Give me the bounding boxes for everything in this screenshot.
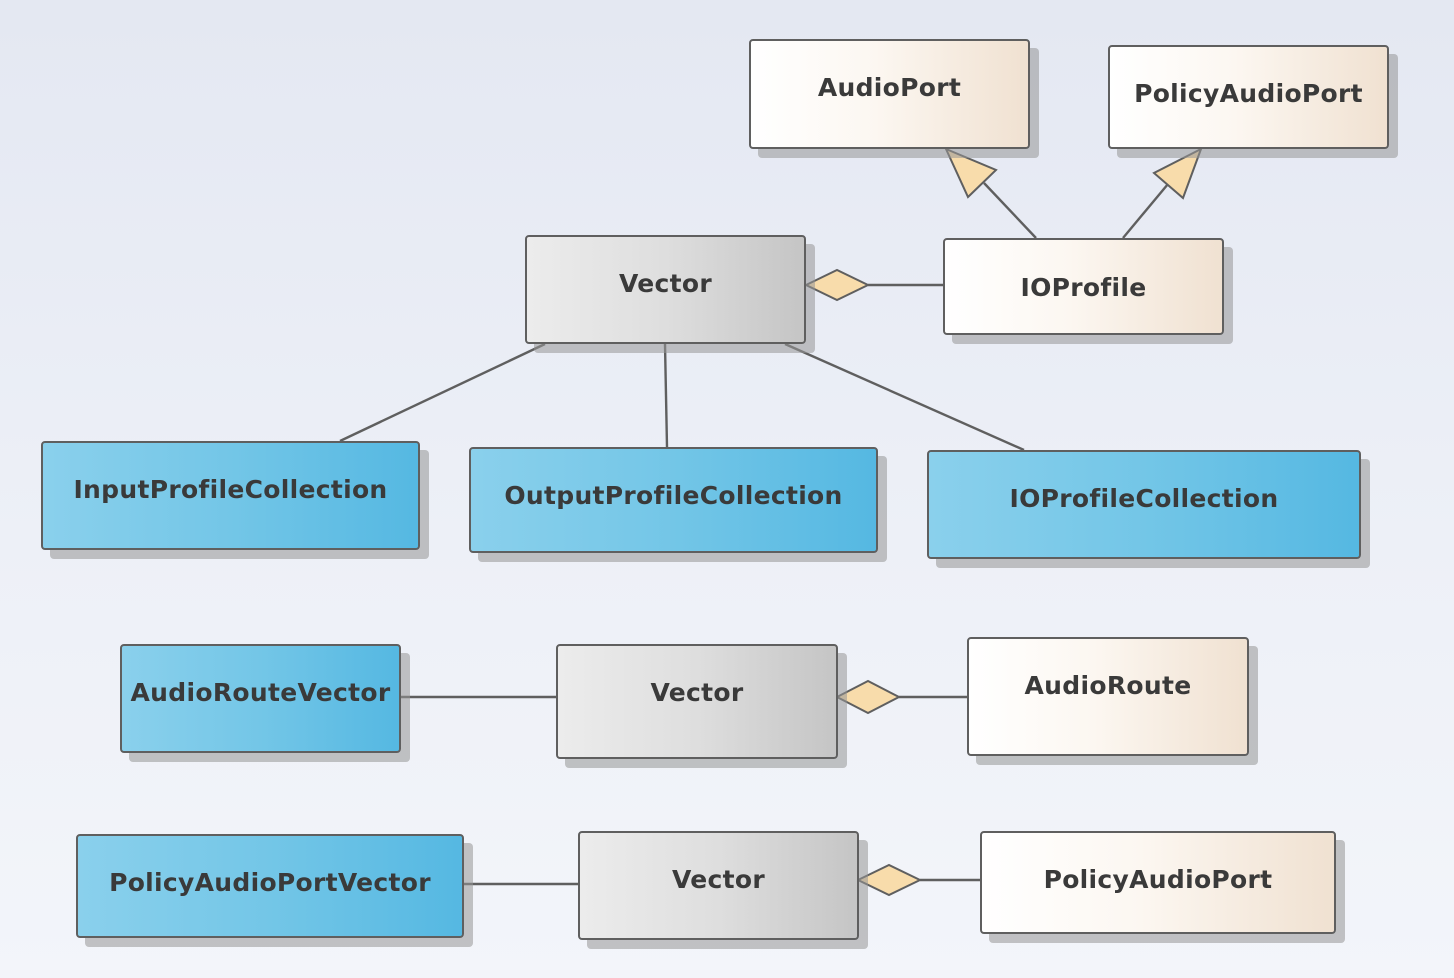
generalization-arrowhead-audioport [944,147,998,199]
class-inputprofilecollection[interactable]: InputProfileCollection [41,441,420,550]
aggregation-diamond-bottom [855,863,923,897]
class-name: PolicyAudioPort [1043,865,1273,894]
class-name: Vector [671,865,765,894]
class-ioprofilecollection[interactable]: IOProfileCollection [927,450,1361,559]
association-vector-inputprofilecollection [339,342,546,443]
generalization-arrowhead-policyaudioport [1152,146,1203,200]
aggregation-diamond-middle [834,679,902,715]
class-name: Vector [650,678,744,707]
class-name: OutputProfileCollection [504,481,843,510]
class-name: IOProfile [1020,273,1147,302]
class-policyaudioportvector[interactable]: PolicyAudioPortVector [76,834,464,938]
class-ioprofile[interactable]: IOProfile [943,238,1224,335]
class-name: PolicyAudioPortVector [109,868,431,897]
class-name: AudioPort [817,73,962,102]
class-policyaudioport-top[interactable]: PolicyAudioPort [1108,45,1389,149]
class-name: AudioRouteVector [130,678,391,707]
generalization-ioprofile-audioport [983,182,1037,239]
class-audioroute[interactable]: AudioRoute [967,637,1249,756]
class-name: AudioRoute [1024,671,1192,700]
class-name: PolicyAudioPort [1134,79,1363,108]
class-vector-bottom[interactable]: Vector [578,831,859,940]
association-vector-ioprofilecollection [784,342,1025,452]
generalization-ioprofile-policyaudioport [1122,183,1169,239]
class-outputprofilecollection[interactable]: OutputProfileCollection [469,447,878,553]
class-name: IOProfileCollection [1009,484,1279,513]
class-vector-top[interactable]: Vector [525,235,806,344]
aggregation-diamond-top [803,268,871,302]
class-name: InputProfileCollection [73,475,388,504]
class-audioport[interactable]: AudioPort [749,39,1030,149]
class-name: Vector [618,269,712,298]
class-policyaudioport-bottom[interactable]: PolicyAudioPort [980,831,1336,934]
class-audioroutevector[interactable]: AudioRouteVector [120,644,401,753]
class-vector-middle[interactable]: Vector [556,644,838,759]
association-vector-outputprofilecollection [663,343,669,448]
